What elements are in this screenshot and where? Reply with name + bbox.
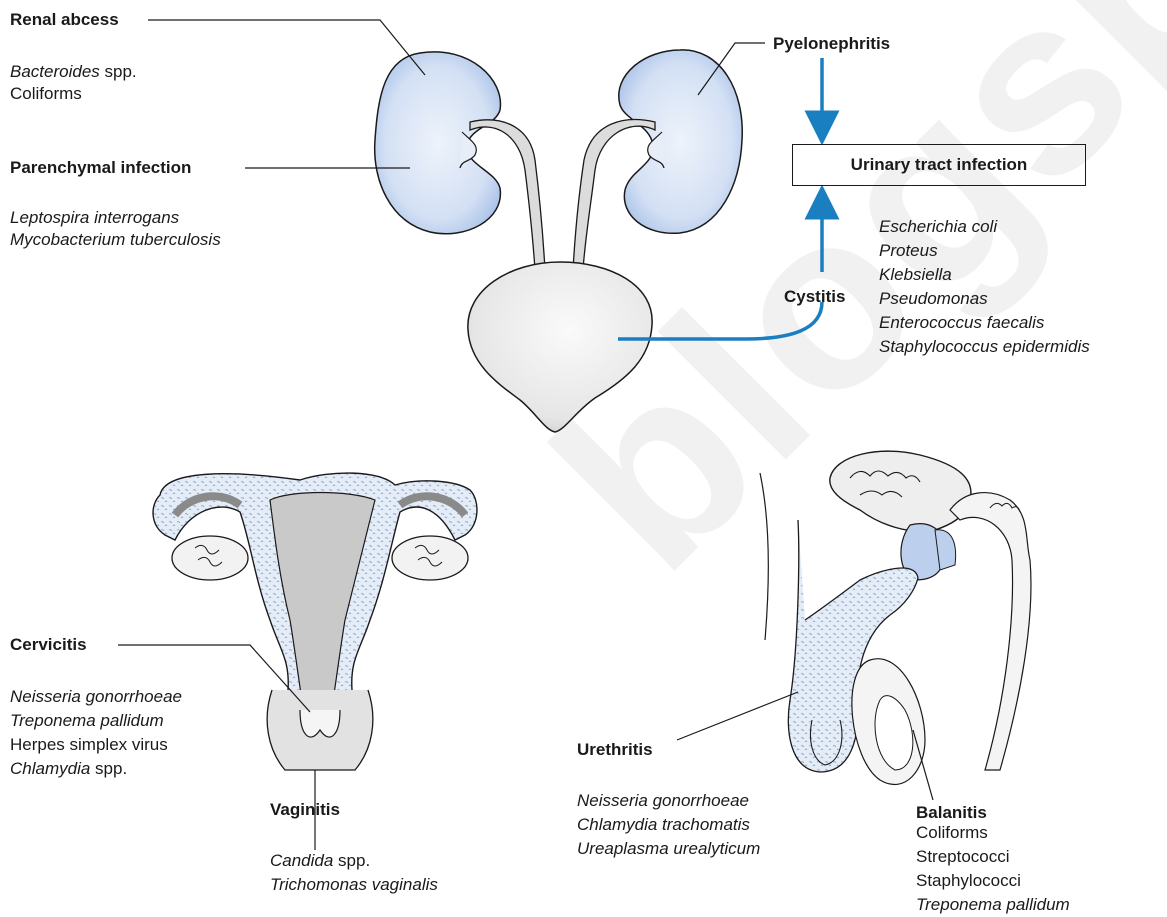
balanitis-organism: Streptococci xyxy=(916,846,1010,868)
cervicitis-organism: Treponema pallidum xyxy=(10,710,164,732)
cystitis-organism: Pseudomonas xyxy=(879,288,988,310)
cystitis-organism: Enterococcus faecalis xyxy=(879,312,1044,334)
renal-abscess-heading: Renal abcess xyxy=(10,9,119,31)
cystitis-organism: Escherichia coli xyxy=(879,216,997,238)
vaginitis-organism: Candida spp. xyxy=(270,850,370,872)
cystitis-organism: Klebsiella xyxy=(879,264,952,286)
cystitis-organism: Proteus xyxy=(879,240,938,262)
uterus-illustration xyxy=(153,473,477,770)
urethritis-organism: Chlamydia trachomatis xyxy=(577,814,750,836)
bladder xyxy=(468,262,652,432)
parenchymal-organism: Leptospira interrogans xyxy=(10,207,179,229)
urethritis-organism: Neisseria gonorrhoeae xyxy=(577,790,749,812)
renal-abscess-organism: Bacteroides spp. xyxy=(10,61,137,83)
vaginitis-organism: Trichomonas vaginalis xyxy=(270,874,438,896)
vaginitis-heading: Vaginitis xyxy=(270,799,340,821)
left-kidney xyxy=(375,52,501,234)
parenchymal-infection-heading: Parenchymal infection xyxy=(10,157,191,179)
parenchymal-organism: Mycobacterium tuberculosis xyxy=(10,229,221,251)
cervicitis-organism: Chlamydia spp. xyxy=(10,758,127,780)
cervicitis-organism: Neisseria gonorrhoeae xyxy=(10,686,182,708)
balanitis-heading: Balanitis xyxy=(916,802,987,824)
balanitis-organism: Staphylococci xyxy=(916,870,1021,892)
urinary-tract-infection-box: Urinary tract infection xyxy=(792,144,1086,186)
male-anatomy-illustration xyxy=(760,451,1031,784)
cervicitis-organism: Herpes simplex virus xyxy=(10,734,168,756)
urethritis-organism: Ureaplasma urealyticum xyxy=(577,838,760,860)
cystitis-organism: Staphylococcus epidermidis xyxy=(879,336,1090,358)
right-kidney xyxy=(619,50,742,233)
balanitis-organism: Treponema pallidum xyxy=(916,894,1070,916)
cystitis-heading: Cystitis xyxy=(784,286,845,308)
renal-abscess-organism: Coliforms xyxy=(10,83,82,105)
cervicitis-heading: Cervicitis xyxy=(10,634,87,656)
pyelonephritis-heading: Pyelonephritis xyxy=(773,33,890,55)
balanitis-organism: Coliforms xyxy=(916,822,988,844)
urethritis-heading: Urethritis xyxy=(577,739,653,761)
